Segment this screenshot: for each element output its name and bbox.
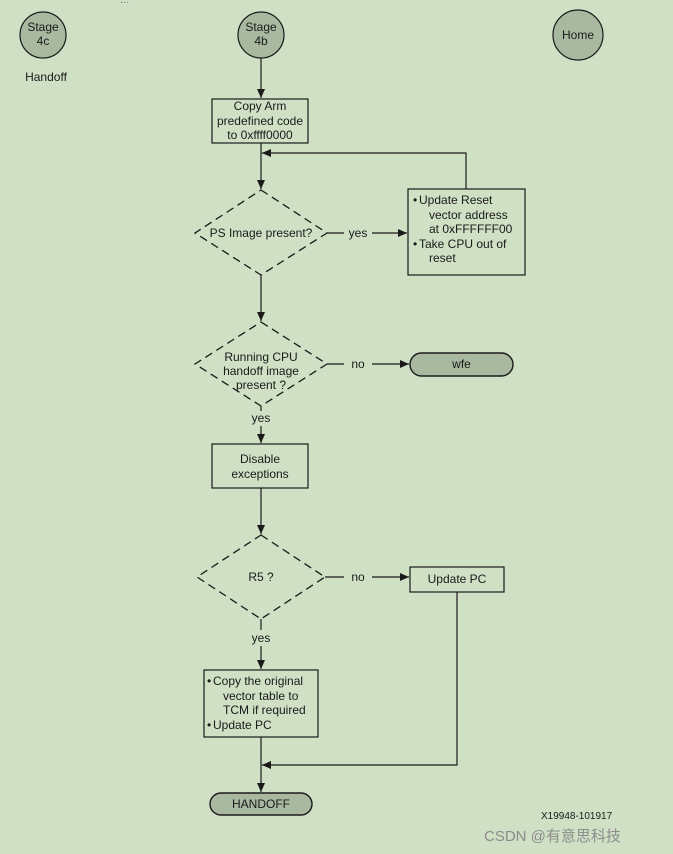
- wfe-text: wfe: [452, 357, 471, 371]
- ps-image-text: PS Image present?: [209, 226, 313, 240]
- bullet-icon: •: [413, 193, 418, 207]
- r5-text: R5 ?: [248, 570, 274, 584]
- running-no-label: no: [351, 357, 365, 371]
- r5-yes-label: yes: [251, 631, 271, 645]
- handoff-text: HANDOFF: [232, 797, 290, 811]
- home-circle: [552, 9, 604, 61]
- figure-id: X19948-101917: [541, 811, 613, 822]
- disable-exceptions-box: [211, 443, 309, 489]
- update-pc-text: Update PC: [427, 572, 487, 586]
- stage-4c-circle: [19, 11, 67, 59]
- handoff-caption: Handoff: [25, 70, 67, 84]
- running-yes-label: yes: [251, 411, 271, 425]
- copy-arm-box: [211, 98, 309, 144]
- cropped-top-text: ...: [120, 0, 130, 6]
- handoff-terminal: [209, 792, 313, 816]
- bullet-icon: •: [207, 674, 212, 688]
- home-label: Home: [561, 28, 594, 42]
- ps-yes-label: yes: [348, 226, 368, 240]
- edge-reset-loopback: [262, 149, 467, 189]
- bullet-icon: •: [413, 236, 418, 251]
- r5-no-label: no: [351, 570, 365, 584]
- wfe-terminal: [409, 352, 514, 377]
- copy-vector-text: •Copy the original vector table to TCM i…: [207, 674, 306, 732]
- edge-updatepc-merge: [262, 592, 458, 769]
- update-reset-text: •Update Reset vector address at 0xFFFFFF…: [413, 193, 513, 265]
- watermark: CSDN @有意思科技: [484, 828, 621, 845]
- bullet-icon: •: [207, 717, 212, 732]
